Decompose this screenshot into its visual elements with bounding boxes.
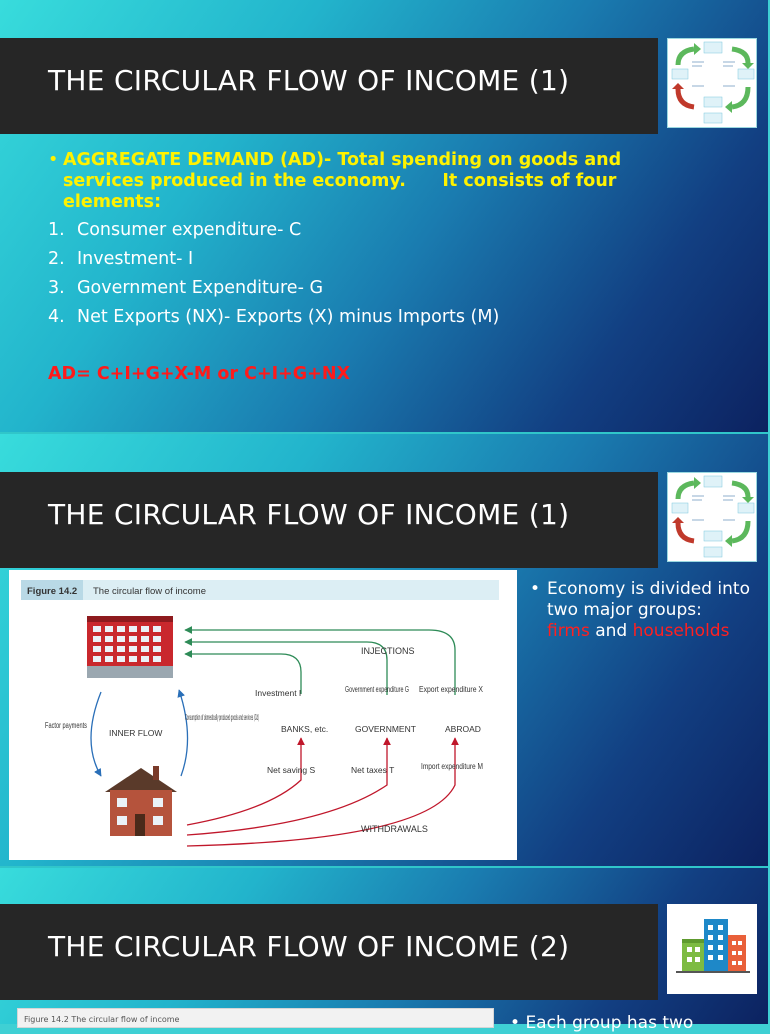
circular-flow-thumbnail-icon — [667, 38, 757, 128]
circular-flow-thumbnail-icon — [667, 472, 757, 562]
list-item: 4.Net Exports (NX)- Exports (X) minus Im… — [48, 307, 500, 327]
household-house-icon — [105, 766, 177, 836]
slide-1: THE CIRCULAR FLOW OF INCOME (1) • A — [0, 0, 768, 432]
investment-label: Investment I — [255, 688, 301, 698]
government-expenditure-label: Government expenditure G — [345, 684, 409, 694]
slide-title: THE CIRCULAR FLOW OF INCOME (2) — [48, 930, 570, 963]
list-item: 2.Investment- I — [48, 249, 194, 269]
net-saving-label: Net saving S — [267, 765, 316, 775]
figure-caption: The circular flow of income — [93, 586, 206, 597]
figure-number: Figure 14.2 — [27, 586, 77, 597]
list-item: 1.Consumer expenditure- C — [48, 220, 302, 240]
government-label: GOVERNMENT — [355, 724, 416, 734]
title-bar: THE CIRCULAR FLOW OF INCOME (1) — [0, 38, 658, 134]
consumption-label: Consumption of domestically produced goo… — [185, 713, 259, 722]
bullet-dot-icon: • — [48, 150, 59, 170]
figure-caption: Figure 14.2 The circular flow of income — [24, 1015, 180, 1024]
slide-title: THE CIRCULAR FLOW OF INCOME (1) — [48, 498, 570, 531]
injections-label: INJECTIONS — [361, 646, 415, 656]
households-term: households — [632, 621, 730, 641]
withdrawals-label: WITHDRAWALS — [361, 824, 428, 834]
circular-flow-figure-partial: Figure 14.2 The circular flow of income — [17, 1008, 494, 1028]
slide-separator — [0, 866, 768, 868]
inner-flow-label: INNER FLOW — [109, 728, 162, 738]
title-bar: THE CIRCULAR FLOW OF INCOME (1) — [0, 472, 658, 568]
bullet-dot-icon: • — [530, 579, 541, 599]
export-expenditure-label: Export expenditure X — [419, 684, 483, 694]
group-bullet: • Each group has two — [510, 1013, 694, 1033]
slide-title: THE CIRCULAR FLOW OF INCOME (1) — [48, 64, 570, 97]
circular-flow-figure: Figure 14.2 The circular flow of income — [9, 570, 517, 860]
economy-groups-bullet: • Economy is divided into two major grou… — [530, 579, 750, 641]
bullet-dot-icon: • — [510, 1013, 521, 1033]
slide-3: THE CIRCULAR FLOW OF INCOME (2) Figure 1… — [0, 868, 768, 1033]
import-expenditure-label: Import expenditure M — [421, 761, 483, 771]
net-taxes-label: Net taxes T — [351, 765, 394, 775]
ad-formula: AD= C+I+G+X-M or C+I+G+NX — [48, 364, 350, 384]
title-bar: THE CIRCULAR FLOW OF INCOME (2) — [0, 904, 658, 1000]
slide-separator — [0, 432, 768, 434]
slide-2: THE CIRCULAR FLOW OF INCOME (1) — [0, 434, 768, 866]
city-buildings-icon — [667, 904, 757, 994]
list-item: 3.Government Expenditure- G — [48, 278, 324, 298]
abroad-label: ABROAD — [445, 724, 481, 734]
firm-building-icon — [87, 616, 173, 678]
aggregate-demand-text: AGGREGATE DEMAND (AD)- Total spending on… — [63, 150, 628, 212]
aggregate-demand-bullet: • AGGREGATE DEMAND (AD)- Total spending … — [48, 150, 648, 213]
factor-payments-label: Factor payments — [45, 720, 87, 730]
firms-term: firms — [547, 621, 590, 641]
banks-label: BANKS, etc. — [281, 724, 328, 734]
figure-header — [21, 580, 499, 600]
ad-elements-list: 1.Consumer expenditure- C 2.Investment- … — [48, 219, 499, 335]
